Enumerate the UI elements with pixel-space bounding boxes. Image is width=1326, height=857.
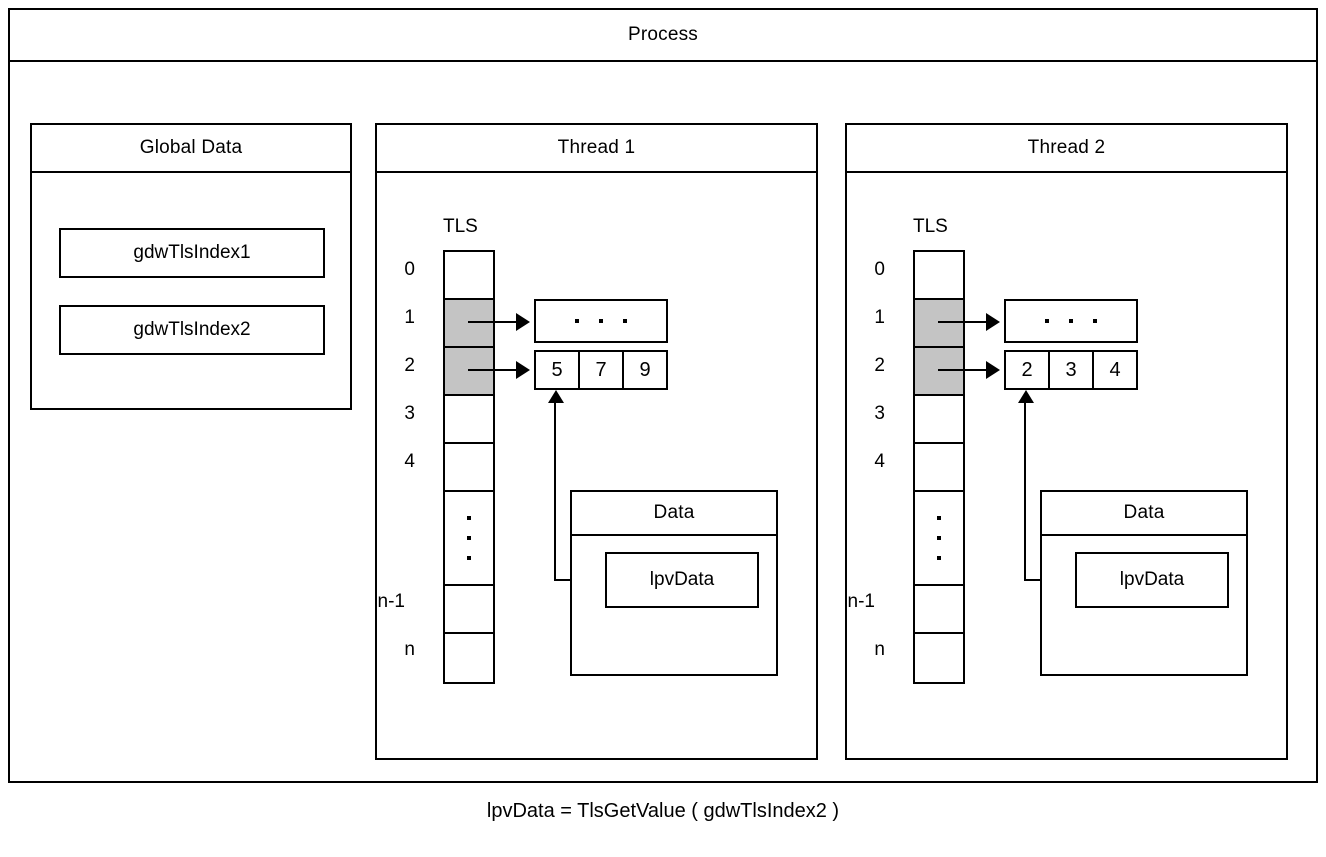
- thread-1-tls-slot-2: [445, 348, 493, 396]
- thread-2-tls-slot-4: [915, 444, 963, 492]
- thread-2-array-cell-2: 4: [1109, 358, 1121, 381]
- thread-2-tls-slot-0: [915, 252, 963, 300]
- thread-2-tls-slot-1: [915, 300, 963, 348]
- thread-1-tls-slot-n-1: [445, 586, 493, 634]
- thread-1-slot-label-1: 1: [404, 307, 415, 328]
- thread-1-slot1-connector: [468, 321, 516, 323]
- thread-2-slot-label-2: 2: [874, 355, 885, 376]
- thread-2-slot1-connector: [938, 321, 986, 323]
- thread-1-tls-slot-1: [445, 300, 493, 348]
- thread-2-slot-label-n-1: n-1: [847, 591, 875, 612]
- thread-2-slot-label-4: 4: [874, 451, 885, 472]
- thread-1-slot2-array: 5 7 9: [534, 350, 668, 390]
- thread-2-tls-column: [913, 250, 965, 684]
- thread-2-data-box-title: Data: [1042, 492, 1246, 536]
- global-var-gdwtlsindex2: gdwTlsIndex2: [59, 305, 325, 355]
- thread-1-data-connector-vertical: [554, 403, 556, 581]
- thread-2-slot1-arrowhead-icon: [986, 313, 1000, 331]
- thread-1-tls-slot-3: [445, 396, 493, 444]
- thread-2-tls-slot-n-1: [915, 586, 963, 634]
- thread-1-tls-slot-0: [445, 252, 493, 300]
- thread-1-slot2-arrowhead-icon: [516, 361, 530, 379]
- global-var-gdwtlsindex1: gdwTlsIndex1: [59, 228, 325, 278]
- thread-2-tls-slot-3: [915, 396, 963, 444]
- caption-text: lpvData = TlsGetValue ( gdwTlsIndex2 ): [486, 800, 840, 822]
- thread-1-slot-label-2: 2: [404, 355, 415, 376]
- thread-1-slot-label-n-1: n-1: [377, 591, 405, 612]
- thread-2-slot-label-n: n: [874, 639, 885, 660]
- thread-2-slot-label-3: 3: [874, 403, 885, 424]
- thread-1-tls-slot-ellipsis: [445, 492, 493, 586]
- thread-2-data-arrowhead-icon: [1018, 390, 1034, 403]
- horizontal-ellipsis-icon: [1045, 319, 1097, 323]
- thread-1-slot-label-3: 3: [404, 403, 415, 424]
- thread-2-slot-label-1: 1: [874, 307, 885, 328]
- thread-2-array-cell-1: 3: [1050, 352, 1094, 388]
- thread-2-tls-heading: TLS: [913, 216, 948, 237]
- thread-1-tls-heading: TLS: [443, 216, 478, 237]
- thread-1-slot1-arrowhead-icon: [516, 313, 530, 331]
- thread-2-slot2-connector: [938, 369, 986, 371]
- thread-2-lpvdata-box: lpvData: [1075, 552, 1229, 608]
- vertical-ellipsis-icon: [445, 492, 493, 584]
- thread-1-slot-label-0: 0: [404, 259, 415, 280]
- thread-1-tls-slot-n: [445, 634, 493, 682]
- global-data-panel: Global Data gdwTlsIndex1 gdwTlsIndex2: [30, 123, 352, 410]
- thread-1-slot2-connector: [468, 369, 516, 371]
- thread-2-array-cell-0: 2: [1006, 352, 1050, 388]
- thread-1-array-cell-0: 5: [536, 352, 580, 388]
- thread-1-data-arrowhead-icon: [548, 390, 564, 403]
- thread-1-data-box: Data lpvData: [570, 490, 778, 676]
- thread-2-tls-slot-2: [915, 348, 963, 396]
- thread-1-slot-label-n: n: [404, 639, 415, 660]
- thread-1-data-box-title: Data: [572, 492, 776, 536]
- horizontal-ellipsis-icon: [575, 319, 627, 323]
- thread-1-tls-slot-4: [445, 444, 493, 492]
- thread-2-title: Thread 2: [847, 125, 1286, 173]
- thread-2-slot-label-0: 0: [874, 259, 885, 280]
- thread-2-slot2-arrowhead-icon: [986, 361, 1000, 379]
- thread-1-tls-column: [443, 250, 495, 684]
- thread-2-data-connector-vertical: [1024, 403, 1026, 581]
- thread-2-data-box: Data lpvData: [1040, 490, 1248, 676]
- thread-2-slot2-array: 2 3 4: [1004, 350, 1138, 390]
- thread-1-title: Thread 1: [377, 125, 816, 173]
- thread-1-slot1-array: [534, 299, 668, 343]
- vertical-ellipsis-icon: [915, 492, 963, 584]
- thread-2-tls-slot-ellipsis: [915, 492, 963, 586]
- thread-1-array-cell-1: 7: [580, 352, 624, 388]
- global-data-title: Global Data: [32, 125, 350, 173]
- thread-1-lpvdata-box: lpvData: [605, 552, 759, 608]
- process-title: Process: [10, 10, 1316, 62]
- thread-2-tls-slot-n: [915, 634, 963, 682]
- thread-1-array-cell-2: 9: [639, 358, 651, 381]
- thread-2-slot1-array: [1004, 299, 1138, 343]
- thread-1-slot-label-4: 4: [404, 451, 415, 472]
- caption-row: lpvData = TlsGetValue ( gdwTlsIndex2 ): [0, 800, 1326, 823]
